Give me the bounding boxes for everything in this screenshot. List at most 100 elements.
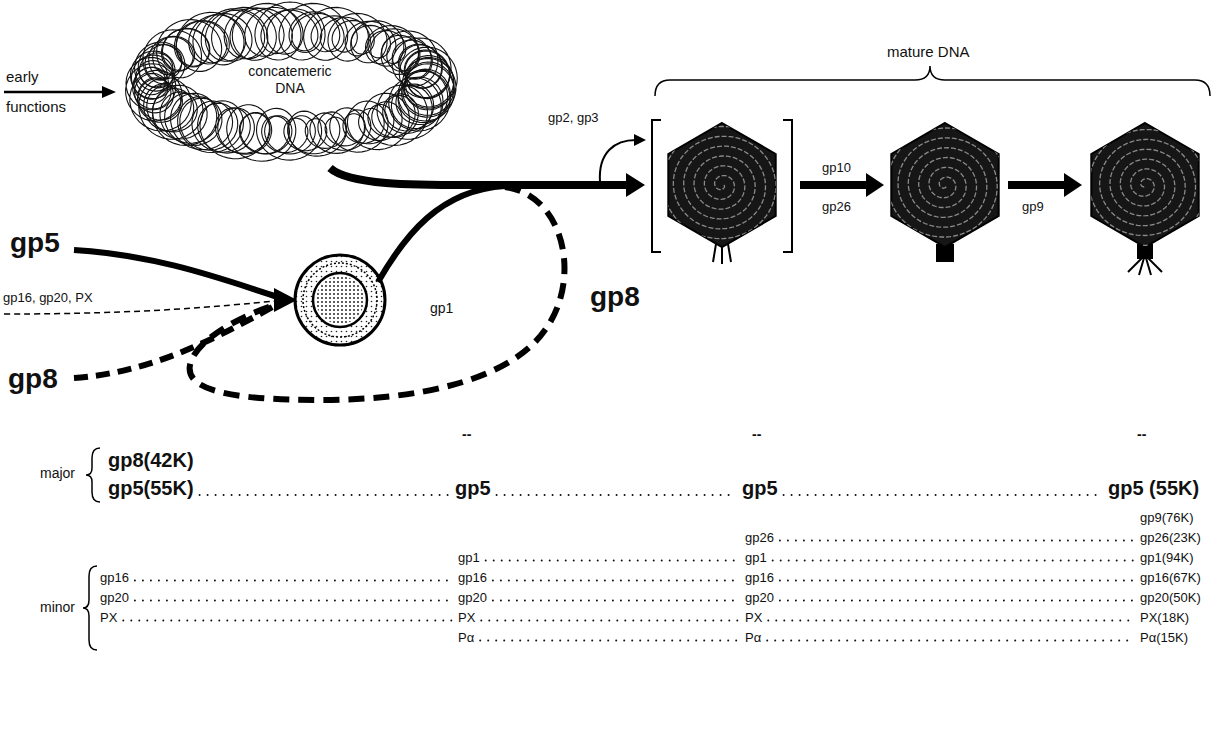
leader-dots: [780, 600, 1134, 602]
label-holder: major: [40, 465, 75, 482]
protein-label: gp8: [8, 362, 58, 396]
arrow-shaft: [330, 168, 630, 185]
protein-label: PX: [458, 610, 475, 626]
leader-dots: [135, 580, 452, 582]
prohead: [295, 255, 385, 345]
prohead-shell: [295, 255, 385, 345]
label-holder: early functions: [6, 62, 86, 122]
leader-dots: [200, 494, 449, 496]
main-pathway-arrow: [190, 168, 645, 400]
label-holder: --: [1137, 426, 1146, 443]
bracket: [783, 120, 792, 252]
label-holder: PX: [745, 610, 762, 626]
prohead-inputs: [4, 250, 297, 378]
protein-label: --: [1137, 426, 1146, 443]
label-holder: gp8: [590, 280, 640, 314]
protein-label: gp5(55K): [108, 476, 194, 500]
protein-label: PX: [100, 610, 117, 626]
protein-label: gp20: [100, 590, 129, 606]
label-holder: gp20: [745, 590, 774, 606]
protein-label: gp26: [822, 199, 851, 215]
minor-brace: [83, 566, 97, 650]
label-holder: gp26: [822, 199, 851, 215]
head-capsid: [891, 123, 998, 247]
label-holder: --: [462, 426, 471, 443]
dna-tangle: concatemeric DNA: [110, 5, 470, 160]
leader-dots: [773, 560, 1134, 562]
leader-dots: [135, 600, 452, 602]
label-holder: gp20(50K): [1140, 590, 1201, 606]
label-holder: gp9: [1022, 199, 1044, 215]
protein-label: PX(18K): [1140, 610, 1189, 626]
protein-label: gp5: [455, 476, 491, 500]
leader-dots: [480, 640, 739, 642]
tail-fibre: [713, 244, 716, 262]
leader-dots: [780, 580, 1134, 582]
protein-label: gp1: [430, 300, 453, 317]
scaffold-core: [313, 273, 367, 327]
leader-dots: [767, 640, 1134, 642]
label-holder: gp5: [455, 476, 491, 500]
arrow-head: [102, 86, 116, 98]
protein-label: gp5: [10, 226, 60, 260]
protein-label: gp16: [100, 570, 129, 586]
protein-label: gp9: [1022, 199, 1044, 215]
arrow-head: [866, 173, 884, 197]
label-holder: gp20: [100, 590, 129, 606]
protein-label: Pα: [745, 630, 761, 646]
label-holder: Pα: [745, 630, 761, 646]
packed-dna: [663, 127, 786, 239]
leader-dots: [784, 494, 1102, 496]
protein-label: gp1: [458, 550, 480, 566]
protein-label: gp5 (55K): [1108, 476, 1199, 500]
protein-label: PX: [745, 610, 762, 626]
label-holder: Pα(15K): [1140, 630, 1188, 646]
label-holder: gp9(76K): [1140, 510, 1193, 526]
arrow-shaft: [4, 91, 104, 94]
label-holder: gp2, gp3: [548, 110, 599, 126]
arrow-shaft: [600, 140, 636, 182]
label-holder: gp8(42K): [108, 448, 194, 472]
label-holder: gp5 (55K): [1108, 476, 1199, 500]
label-holder: gp1: [430, 300, 453, 317]
protein-label: gp1: [745, 550, 767, 566]
protein-label: --: [462, 426, 471, 443]
protein-label: gp16(67K): [1140, 570, 1201, 586]
label-holder: gp5: [10, 226, 60, 260]
protein-label: early functions: [6, 62, 86, 122]
dna-strand: [132, 8, 458, 161]
protein-label: gp16: [745, 570, 774, 586]
label-holder: gp16: [458, 570, 487, 586]
label-holder: gp5: [742, 476, 778, 500]
early-arrow: [4, 86, 116, 98]
protein-label: Pα(15K): [1140, 630, 1188, 646]
gp2-gp3-arrow: [600, 134, 646, 182]
packed-dna: [1089, 130, 1206, 246]
protein-label: gp8: [590, 280, 640, 314]
protein-label: Pα: [458, 630, 474, 646]
phage-head: [888, 123, 1008, 247]
arrow-shaft: [1008, 181, 1066, 189]
protein-label: major: [40, 465, 75, 482]
leader-dots: [493, 600, 739, 602]
label-holder: gp1: [458, 550, 480, 566]
protein-label: gp8(42K): [108, 448, 194, 472]
protein-label: gp26(23K): [1140, 530, 1201, 546]
gp1-arrow: [378, 186, 505, 282]
leader-dots: [497, 494, 736, 496]
protein-label: --: [752, 426, 761, 443]
label-holder: minor: [40, 599, 75, 616]
label-holder: gp1(94K): [1140, 550, 1193, 566]
tail-spike: [1139, 258, 1144, 275]
leader-dots: [481, 620, 739, 622]
label-holder: gp16(67K): [1140, 570, 1201, 586]
leader-dots: [493, 580, 739, 582]
label-holder: PX: [100, 610, 117, 626]
protein-label: gp9(76K): [1140, 510, 1193, 526]
head-capsid: [668, 123, 775, 247]
protein-label: gp26: [745, 530, 774, 546]
protein-label: gp5: [742, 476, 778, 500]
label-holder: gp10: [822, 160, 851, 176]
protein-label: gp20(50K): [1140, 590, 1201, 606]
protein-label: minor: [40, 599, 75, 616]
